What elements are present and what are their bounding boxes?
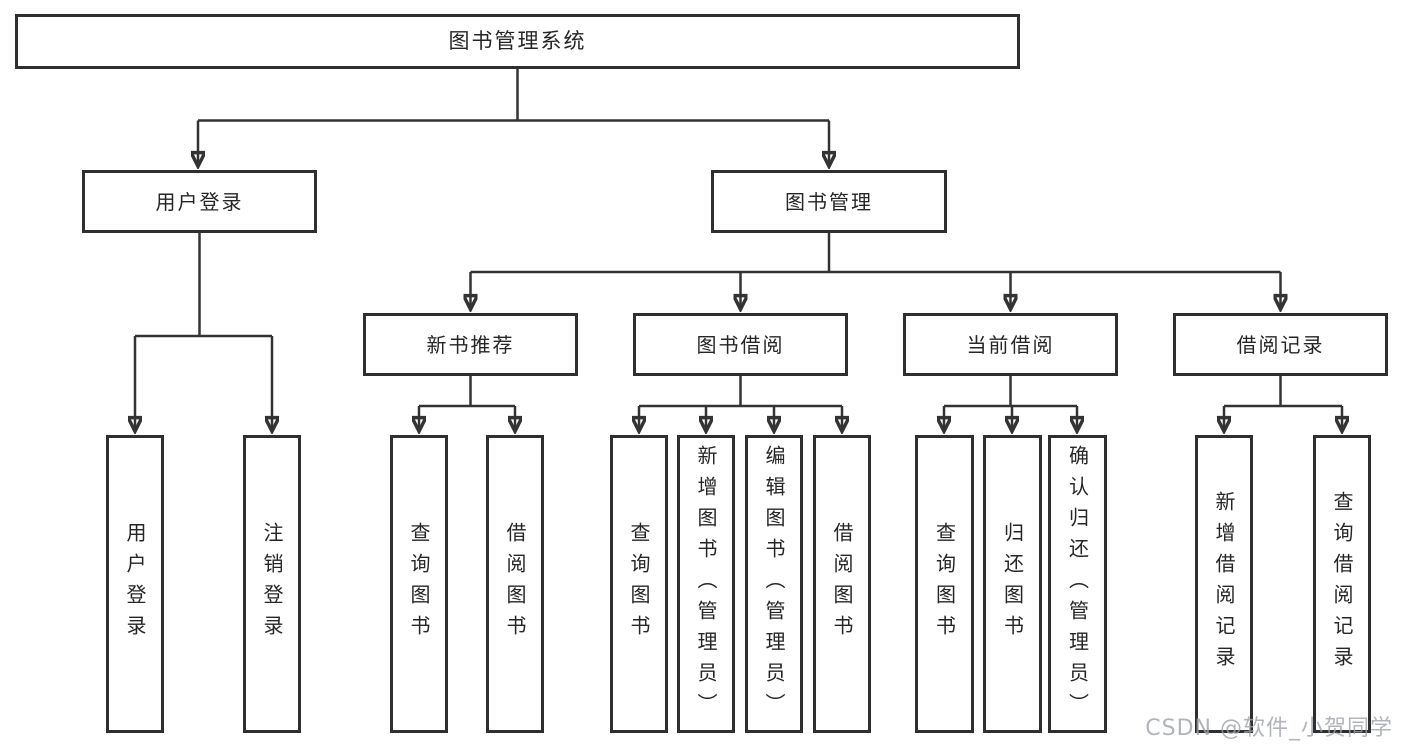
- leaf-add-book-admin: 新增图书（管理员）: [677, 435, 735, 733]
- node-current-borrow: 当前借阅: [903, 313, 1118, 376]
- leaf-return-book: 归还图书: [983, 435, 1042, 733]
- leaf-logout: 注销登录: [243, 435, 301, 733]
- leaf-borrow-books-recommend: 借阅图书: [486, 435, 544, 733]
- node-book-management: 图书管理: [711, 170, 947, 233]
- node-user-login: 用户登录: [82, 170, 317, 233]
- leaf-query-books-current: 查询图书: [915, 435, 974, 733]
- leaf-add-borrow-record: 新增借阅记录: [1195, 435, 1253, 733]
- leaf-user-login: 用户登录: [106, 435, 164, 733]
- leaf-query-borrow-record: 查询借阅记录: [1313, 435, 1371, 733]
- leaf-query-books-borrow: 查询图书: [610, 435, 668, 733]
- leaf-confirm-return-admin: 确认归还（管理员）: [1048, 435, 1107, 733]
- node-borrow-records: 借阅记录: [1173, 313, 1388, 376]
- leaf-borrow-books: 借阅图书: [813, 435, 871, 733]
- node-new-book-recommend: 新书推荐: [363, 313, 578, 376]
- node-book-borrow: 图书借阅: [633, 313, 848, 376]
- leaf-query-books-recommend: 查询图书: [390, 435, 448, 733]
- leaf-edit-book-admin: 编辑图书（管理员）: [745, 435, 803, 733]
- node-library-system: 图书管理系统: [15, 14, 1020, 69]
